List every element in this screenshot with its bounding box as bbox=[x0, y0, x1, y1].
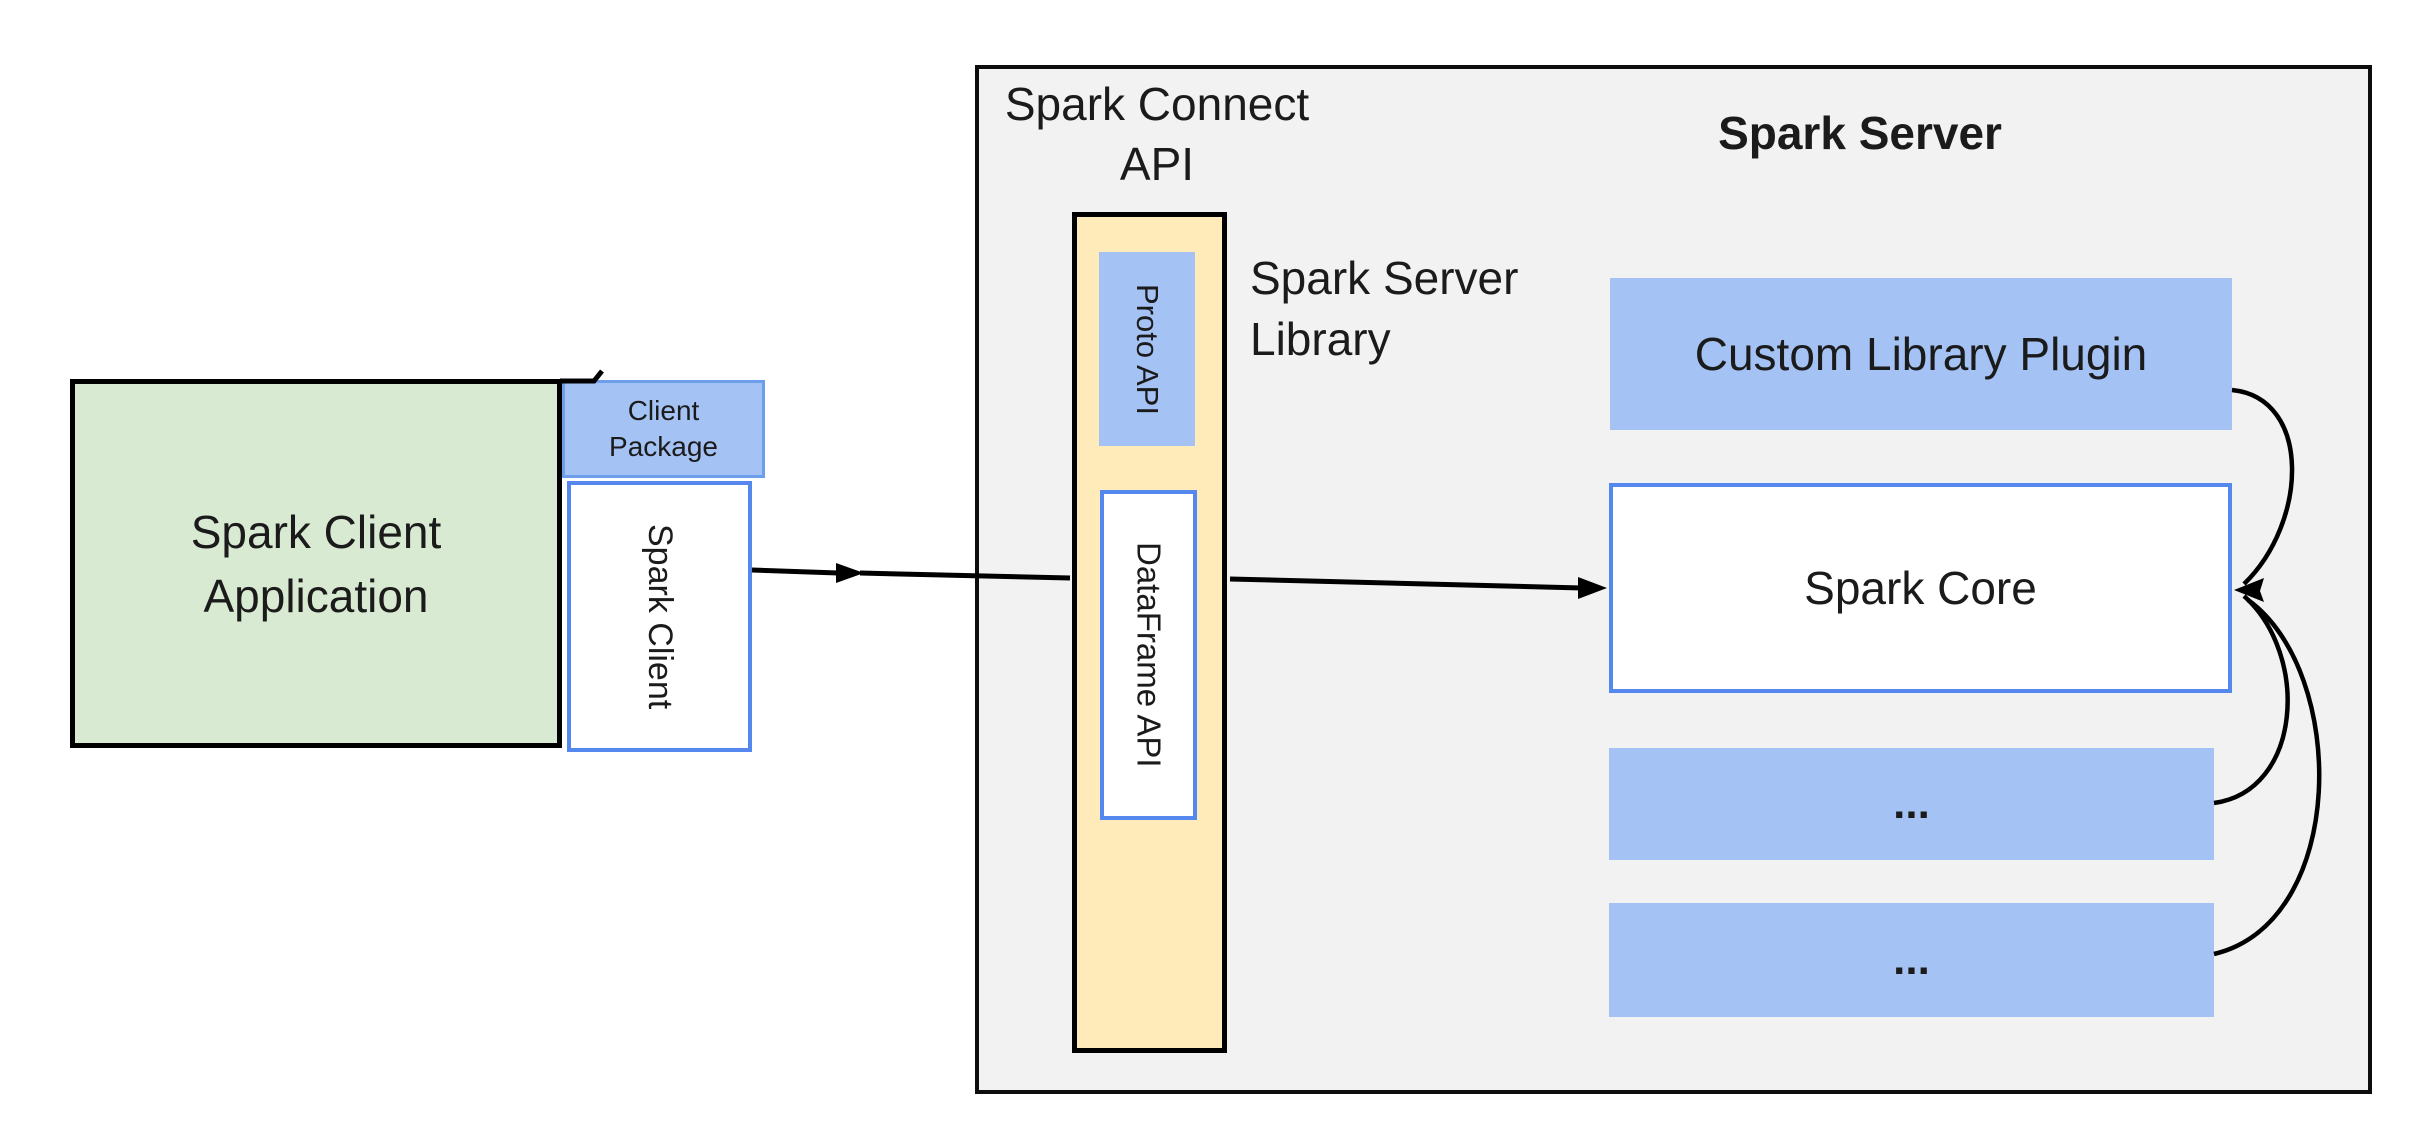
spark-server-library-label: Spark Server Library bbox=[1250, 252, 1519, 365]
spark-core-label: Spark Core bbox=[1804, 562, 2037, 614]
dataframe-api-label: DataFrame API bbox=[1130, 542, 1168, 768]
custom-library-plugin-label: Custom Library Plugin bbox=[1694, 328, 2148, 380]
ellipsis-box-1: ... bbox=[1609, 748, 2214, 860]
spark-client-application-box: Spark Client Application bbox=[70, 379, 562, 748]
spark-server-title: Spark Server bbox=[1718, 107, 2002, 159]
client-package-label: Client Package bbox=[609, 395, 718, 462]
client-package-box: Client Package bbox=[562, 380, 765, 478]
custom-library-plugin-box: Custom Library Plugin bbox=[1610, 278, 2232, 430]
client-to-connect-arrowhead bbox=[836, 563, 864, 583]
spark-client-application-label: Spark Client Application bbox=[190, 505, 442, 622]
ellipsis-label-2: ... bbox=[1893, 935, 1930, 984]
ellipsis-box-2: ... bbox=[1609, 903, 2214, 1017]
spark-connect-api-title: Spark Connect API bbox=[1004, 78, 1310, 190]
client-to-connect-arrow-line bbox=[751, 567, 839, 576]
spark-core-box: Spark Core bbox=[1609, 483, 2232, 693]
ellipsis-label-1: ... bbox=[1893, 779, 1930, 828]
proto-api-box: Proto API bbox=[1099, 252, 1195, 446]
proto-api-label: Proto API bbox=[1130, 283, 1165, 415]
spark-client-label: Spark Client bbox=[641, 523, 679, 710]
spark-client-box: Spark Client bbox=[567, 481, 752, 752]
dataframe-api-box: DataFrame API bbox=[1100, 490, 1197, 820]
